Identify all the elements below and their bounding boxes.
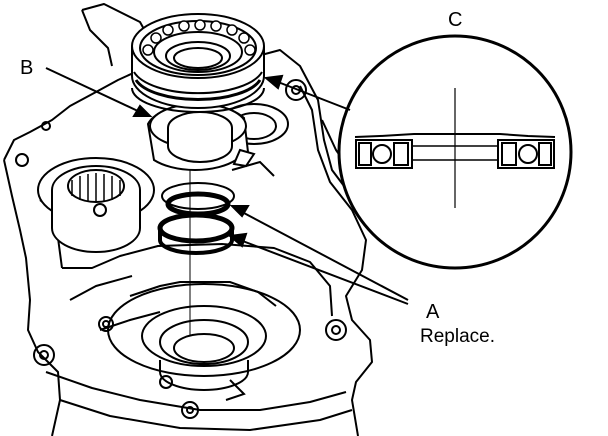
- o-ring-lower: [157, 212, 235, 255]
- bearing-section-right: [497, 139, 555, 169]
- splined-shaft: [37, 157, 155, 253]
- label-a: A: [426, 301, 440, 323]
- o-ring-upper: [161, 182, 235, 217]
- leader-lines: [45, 67, 409, 305]
- label-b: B: [20, 57, 33, 79]
- label-replace: Replace.: [420, 326, 495, 347]
- detail-view-c: [337, 34, 573, 270]
- bearing-section-left: [355, 139, 413, 169]
- thrust-washer: [146, 103, 256, 172]
- label-c: C: [448, 9, 462, 31]
- lower-bearing-bore: [107, 281, 301, 401]
- ball-bearing: [131, 13, 265, 113]
